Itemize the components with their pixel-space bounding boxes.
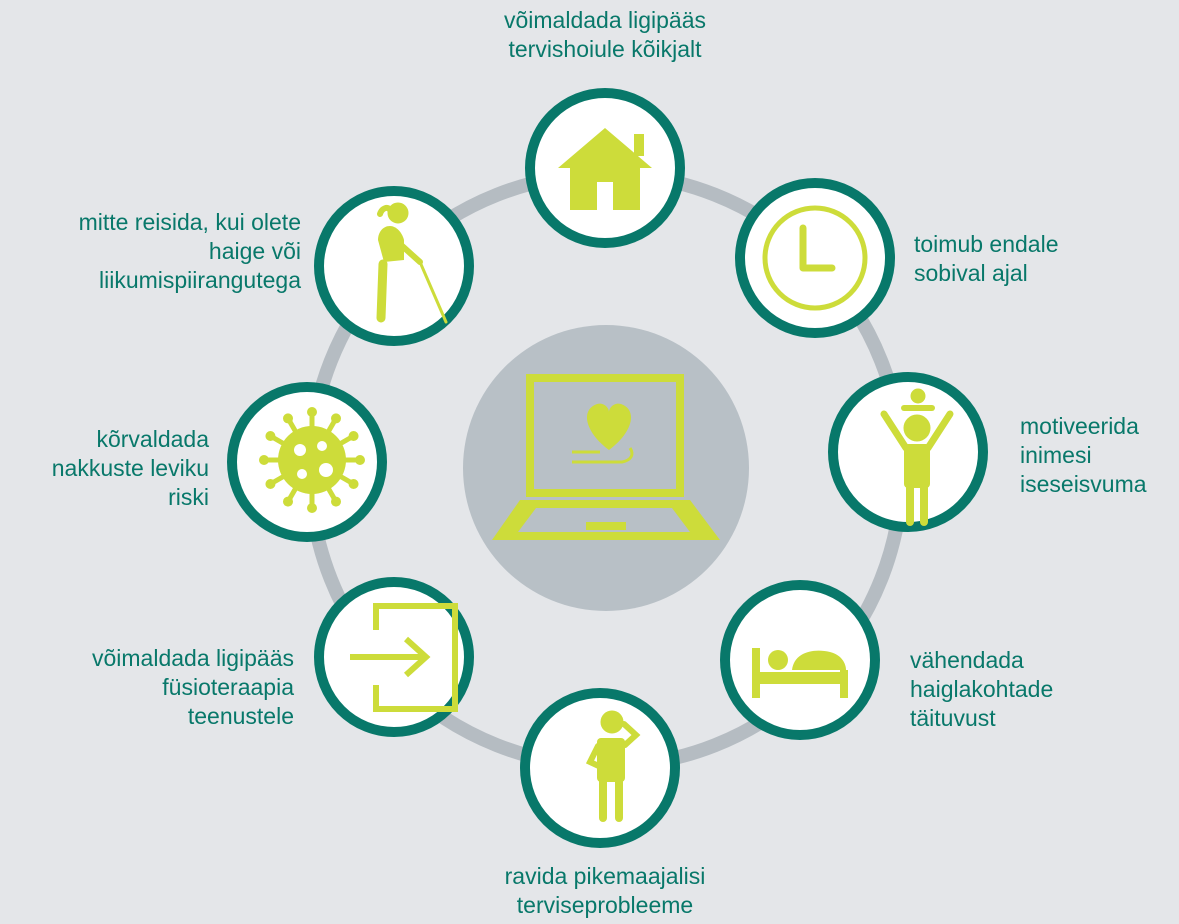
label-line: mitte reisida, kui olete (78, 209, 301, 235)
label-line: inimesi (1020, 442, 1092, 468)
laptop-heart-hand-icon (492, 374, 720, 540)
label-line: vähendada (910, 647, 1024, 673)
virus-spike-tip (307, 503, 317, 513)
elderly-cane-icon (376, 202, 448, 324)
thinking-person-icon (585, 710, 641, 822)
clock-icon (762, 205, 868, 311)
label-line: haiglakohtade (910, 676, 1054, 702)
virus-spike-tip (265, 479, 276, 489)
sign-in-arrow-icon (350, 603, 458, 712)
node-time (735, 178, 895, 338)
virus-spike-tip (331, 496, 341, 507)
center-node (463, 325, 749, 611)
label-line: füsioteraapia (162, 674, 294, 700)
label-line: iseseisvuma (1020, 471, 1147, 497)
virus-spike-tip (348, 479, 359, 489)
node-hospital (720, 580, 880, 740)
virus-spike-tip (348, 431, 359, 441)
label-line: haige või (208, 238, 301, 264)
label-physio: võimaldada ligipääs füsioteraapia teenus… (92, 644, 294, 731)
label-line: kõrvaldada (96, 426, 209, 452)
label-motivate: motiveerida inimesi iseseisvuma (1020, 412, 1147, 499)
label-hospital: vähendada haiglakohtade täituvust (910, 646, 1053, 733)
label-line: nakkuste leviku (51, 455, 209, 481)
label-travel: mitte reisida, kui olete haige või liiku… (79, 208, 301, 295)
label-time: toimub endale sobival ajal (914, 230, 1059, 288)
bed-icon (752, 648, 848, 698)
parent-child-icon (880, 388, 954, 526)
label-line: täituvust (910, 705, 996, 731)
label-line: sobival ajal (914, 260, 1028, 286)
label-infection: kõrvaldada nakkuste leviku riski (52, 425, 209, 512)
label-line: toimub endale (914, 231, 1059, 257)
label-line: ravida pikemaajalisi (504, 863, 706, 889)
label-line: terviseprobleeme (516, 892, 694, 918)
virus-spike-tip (307, 407, 317, 417)
house-icon (558, 128, 652, 210)
label-chronic: ravida pikemaajalisi terviseprobleeme (470, 862, 740, 920)
virus-spike-tip (283, 496, 293, 507)
node-chronic (520, 688, 680, 848)
label-line: teenustele (187, 703, 294, 729)
node-travel (314, 186, 474, 346)
label-line: võimaldada ligipääs (91, 645, 294, 671)
virus-spike-tip (331, 413, 341, 424)
virus-spike-tip (259, 455, 269, 465)
virus-spike-tip (265, 431, 276, 441)
label-home: võimaldada ligipääs tervishoiule kõikjal… (470, 6, 740, 64)
label-line: motiveerida (1020, 413, 1139, 439)
node-infection (227, 382, 387, 542)
virus-spike-tip (355, 455, 365, 465)
virus-icon (259, 407, 365, 513)
label-line: liikumispiirangutega (99, 267, 301, 293)
node-motivate (828, 372, 988, 532)
node-physio (314, 577, 474, 737)
label-line: võimaldada ligipääs (503, 7, 706, 33)
label-line: tervishoiule kõikjalt (508, 36, 702, 62)
node-home (525, 88, 685, 248)
virus-spike-tip (283, 413, 293, 424)
label-line: riski (168, 484, 209, 510)
